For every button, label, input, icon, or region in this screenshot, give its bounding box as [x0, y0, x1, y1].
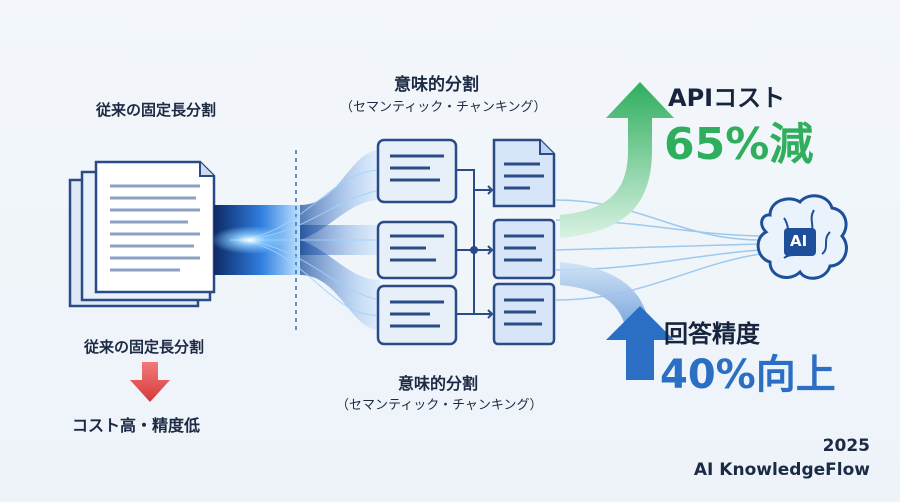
accuracy-value: 40%向上	[660, 352, 836, 398]
ai-brain-icon	[756, 194, 848, 280]
down-arrow-icon	[130, 362, 170, 402]
left-result: コスト高・精度低	[72, 416, 201, 435]
chunk-document-icon	[492, 138, 556, 208]
semantic-fan	[210, 150, 381, 330]
left-title-top: 従来の固定長分割	[96, 101, 217, 119]
accuracy-label: 回答精度	[664, 320, 760, 348]
cost-value: 65%減	[664, 119, 814, 170]
footer-year: 2025	[822, 436, 870, 456]
connector-lines	[456, 169, 494, 319]
footer-brand: AI KnowledgeFlow	[693, 460, 870, 480]
document-stack-icon	[68, 160, 216, 308]
chunk-card	[376, 138, 458, 204]
middle-title-bottom: 意味的分割	[398, 374, 479, 393]
middle-subtitle: （セマンティック・チャンキング）	[340, 100, 547, 115]
left-title-bottom: 従来の固定長分割	[84, 338, 205, 356]
chunk-card	[376, 284, 458, 346]
brain-label: AI	[790, 232, 808, 250]
middle-title: 意味的分割	[394, 75, 479, 95]
chunk-document-icon	[492, 218, 556, 280]
chunk-card	[376, 220, 458, 280]
cost-label: APIコスト	[668, 84, 786, 112]
cost-down-arrow-icon	[560, 82, 674, 238]
chunk-document-icon	[492, 282, 556, 346]
accuracy-up-arrow-icon	[560, 262, 674, 380]
middle-subtitle-bottom: （セマンティック・チャンキング）	[336, 398, 543, 413]
